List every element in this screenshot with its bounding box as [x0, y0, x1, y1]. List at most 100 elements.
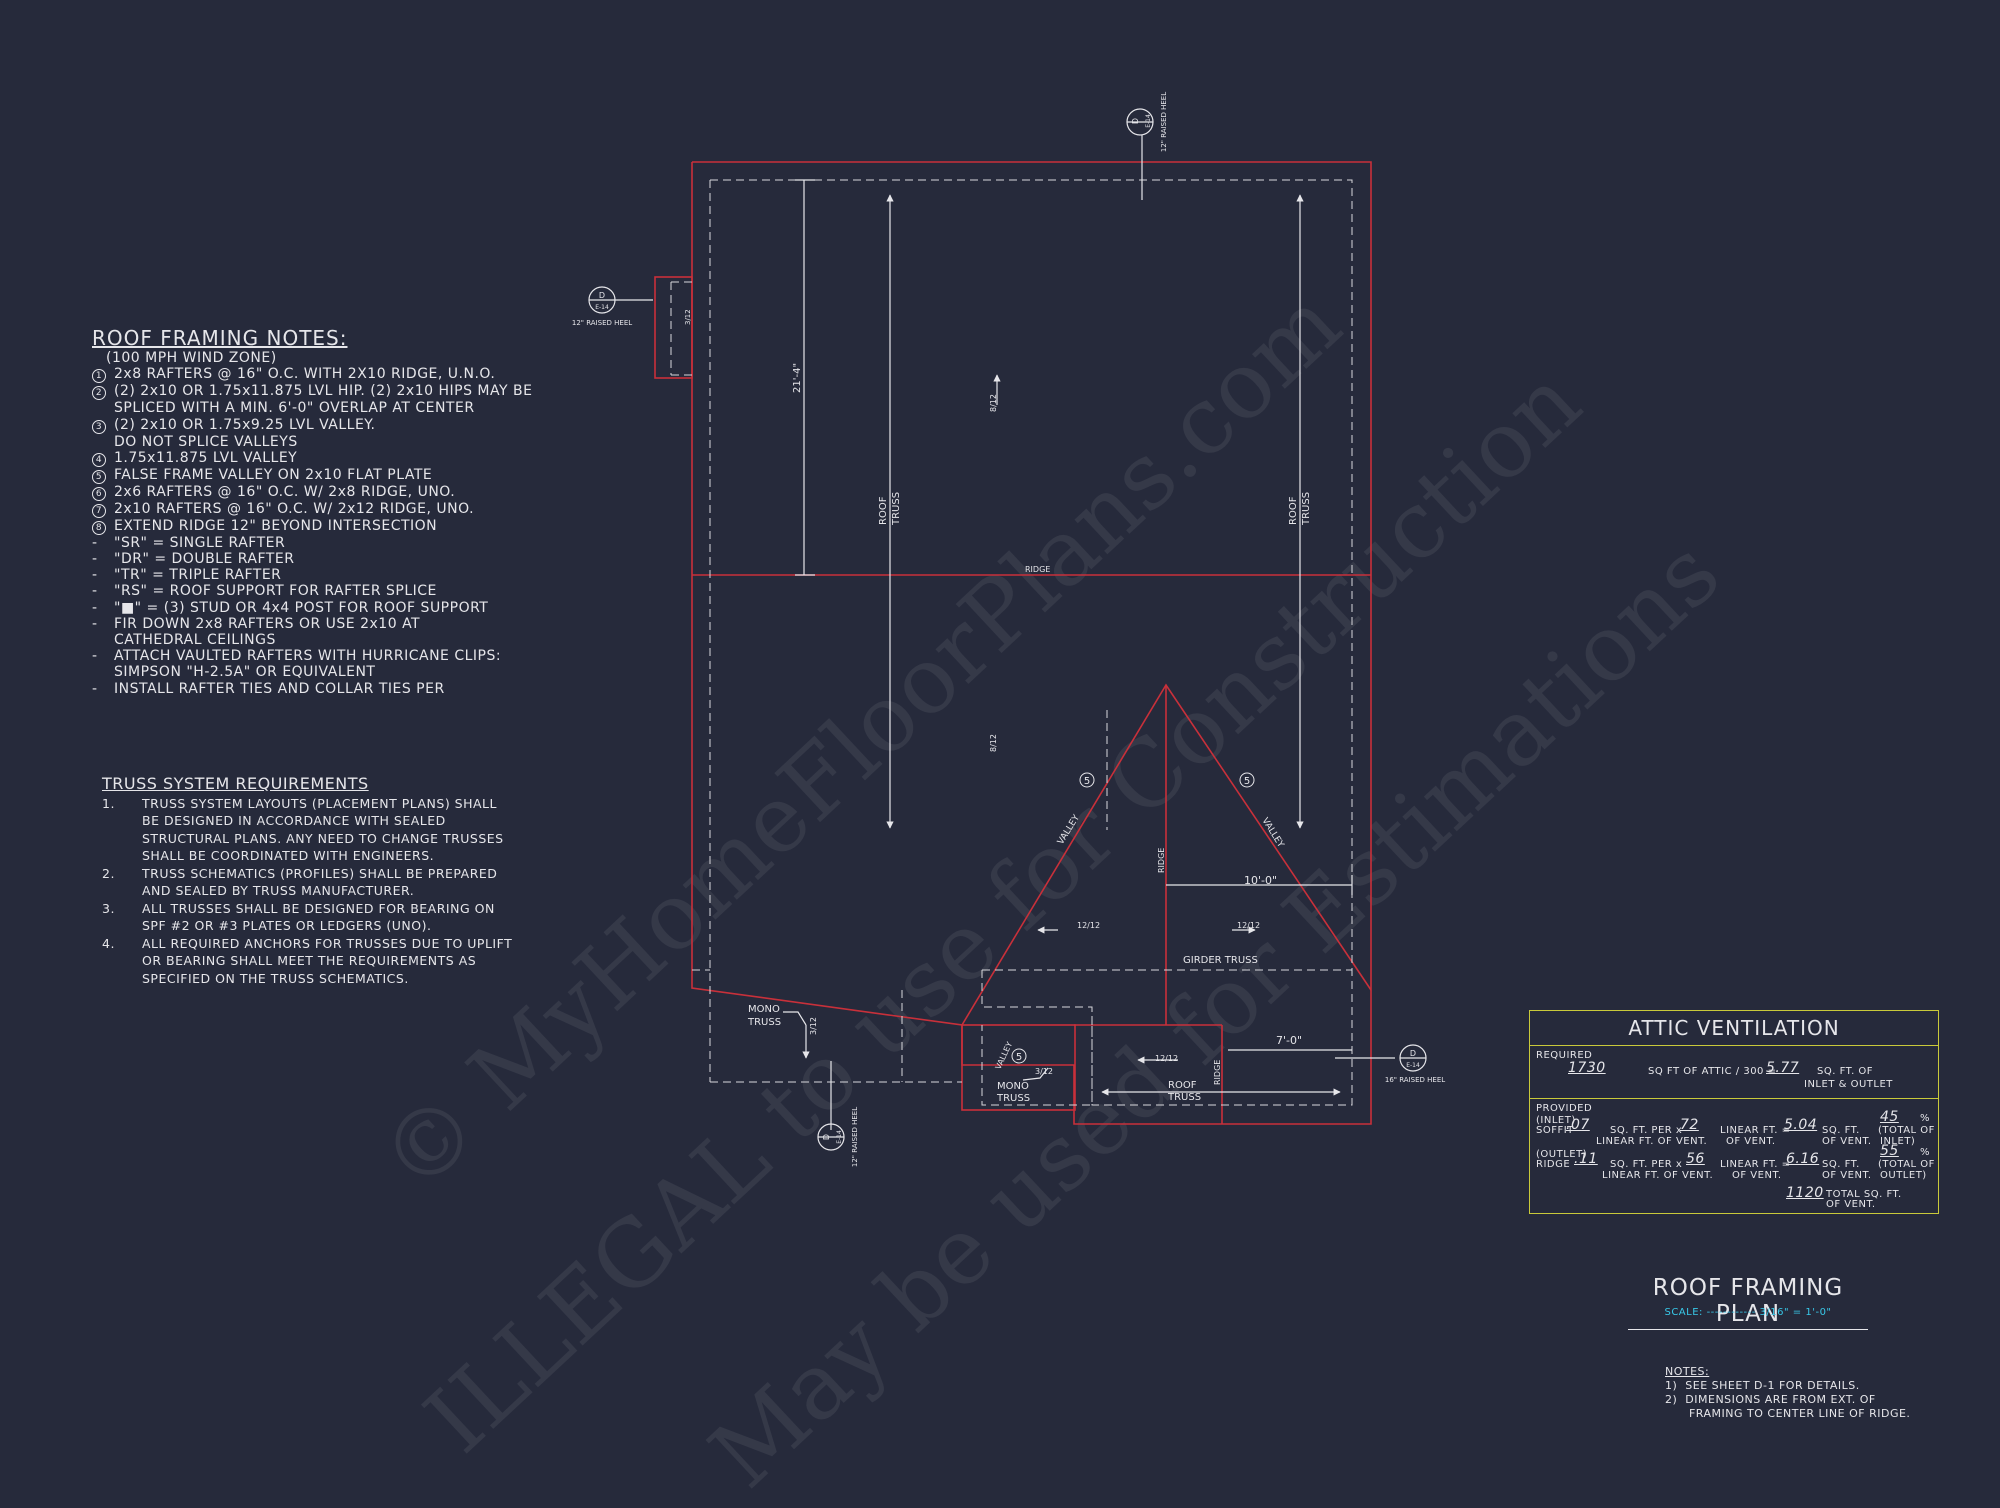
- detail-bottom-heel: 12" RAISED HEEL: [851, 1107, 859, 1167]
- dim-21-4: 21'-4": [792, 363, 803, 393]
- roof-notes-list: 1 2x8 RAFTERS @ 16" O.C. WITH 2X10 RIDGE,…: [92, 366, 562, 697]
- detail-bottom-sheet: E-14: [836, 1130, 843, 1144]
- roof-note-text: FALSE FRAME VALLEY ON 2x10 FLAT PLATE: [114, 466, 433, 483]
- roof-note-text: 2x10 RAFTERS @ 16" O.C. W/ 2x12 RIDGE, U…: [114, 500, 475, 517]
- truss-req-row: 3.ALL TRUSSES SHALL BE DESIGNED FOR BEAR…: [102, 900, 522, 935]
- pitch-12-12-left: 12/12: [1077, 921, 1100, 930]
- roof-note-row: -ATTACH VAULTED RAFTERS WITH HURRICANE C…: [92, 648, 562, 664]
- attic-ridge-len: 56: [1686, 1151, 1705, 1167]
- roof-note-row: -INSTALL RAFTER TIES AND COLLAR TIES PER: [92, 681, 562, 697]
- roof-note-row: SPLICED WITH A MIN. 6'-0" OVERLAP AT CEN…: [92, 400, 562, 416]
- roof-note-row: 1 2x8 RAFTERS @ 16" O.C. WITH 2X10 RIDGE,…: [92, 366, 562, 384]
- attic-inlet-pct-sign: %: [1920, 1113, 1931, 1124]
- attic-ridge-per: SQ. FT. PER x: [1610, 1159, 1683, 1170]
- roof-note-row: -"SR" = SINGLE RAFTER: [92, 535, 562, 551]
- plan-scale: SCALE: ------------ 3/16" = 1'-0": [1664, 1307, 1832, 1318]
- attic-total-text2: OF VENT.: [1826, 1199, 1876, 1210]
- attic-soffit-label: SOFFIT: [1536, 1125, 1574, 1136]
- roof-note-row: -"DR" = DOUBLE RAFTER: [92, 551, 562, 567]
- plan-title: ROOF FRAMING PLAN: [1628, 1275, 1868, 1330]
- roof-note-row: 2(2) 2x10 OR 1.75x11.875 LVL HIP. (2) 2x…: [92, 383, 562, 401]
- note-number-circle: 1: [92, 369, 106, 384]
- attic-outlet-close: OUTLET): [1880, 1170, 1927, 1181]
- roof-truss-label-left-b: TRUSS: [891, 492, 902, 526]
- roof-notes-subtitle: (100 MPH WIND ZONE): [106, 350, 277, 367]
- roof-note-text: CATHEDRAL CEILINGS: [114, 632, 276, 649]
- note-dash: -: [92, 534, 98, 551]
- pitch-label-mid: 8/12: [989, 734, 998, 752]
- attic-ridge-ofvent: OF VENT.: [1732, 1170, 1782, 1181]
- note-dash: -: [92, 567, 98, 584]
- note-dash: -: [92, 551, 98, 568]
- truss-req-text: TRUSS SCHEMATICS (PROFILES) SHALL BE PRE…: [142, 865, 498, 899]
- roof-note-text: 2x8 RAFTERS @ 16" O.C. WITH 2X10 RIDGE, …: [114, 366, 496, 383]
- roof-note-row: -"■" = (3) STUD OR 4x4 POST FOR ROOF SUP…: [92, 600, 562, 616]
- callout-5-lower-text: 5: [1016, 1052, 1022, 1063]
- attic-required-section: REQUIRED 1730 SQ FT OF ATTIC / 300 = 5.7…: [1530, 1046, 1938, 1099]
- roof-note-row: CATHEDRAL CEILINGS: [92, 632, 562, 648]
- roof-note-text: "TR" = TRIPLE RAFTER: [114, 567, 282, 584]
- roof-truss-lower-a: ROOF: [1168, 1080, 1197, 1091]
- roof-note-text: INSTALL RAFTER TIES AND COLLAR TIES PER: [114, 680, 445, 697]
- roof-note-row: -"RS" = ROOF SUPPORT FOR RAFTER SPLICE: [92, 583, 562, 599]
- detail-top-d: D: [1131, 118, 1140, 124]
- attic-soffit-linft: LINEAR FT. =: [1720, 1125, 1791, 1136]
- truss-req-text: TRUSS SYSTEM LAYOUTS (PLACEMENT PLANS) S…: [142, 795, 504, 864]
- attic-req-value: 5.77: [1766, 1060, 1800, 1076]
- attic-soffit-rate: .07: [1566, 1117, 1590, 1133]
- roof-truss-label-left-a: ROOF: [878, 496, 889, 525]
- attic-inlet-pct: 45: [1880, 1109, 1899, 1125]
- roof-note-text: (2) 2x10 OR 1.75x9.25 LVL VALLEY.: [114, 416, 376, 433]
- roof-note-row: 5 FALSE FRAME VALLEY ON 2x10 FLAT PLATE: [92, 467, 562, 484]
- note-dash: -: [92, 615, 98, 632]
- dim-7-0: 7'-0": [1276, 1034, 1302, 1047]
- roof-note-text: "DR" = DOUBLE RAFTER: [114, 551, 295, 568]
- bottom-note-1: 1) SEE SHEET D-1 FOR DETAILS.: [1665, 1379, 1860, 1392]
- truss-req-text: ALL REQUIRED ANCHORS FOR TRUSSES DUE TO …: [142, 935, 513, 986]
- bottom-note-3: FRAMING TO CENTER LINE OF RIDGE.: [1665, 1407, 1911, 1420]
- attic-soffit-ofvent2: OF VENT.: [1822, 1136, 1872, 1147]
- truss-req-number: 1.: [102, 795, 115, 811]
- attic-total-value: 1120: [1786, 1185, 1824, 1201]
- attic-ridge-rate: .11: [1574, 1151, 1598, 1167]
- attic-inlet-close: INLET): [1880, 1136, 1916, 1147]
- roof-framing-notes: ROOF FRAMING NOTES: (100 MPH WIND ZONE) …: [92, 328, 562, 697]
- attic-required-label: REQUIRED: [1536, 1050, 1593, 1061]
- roof-note-text: "SR" = SINGLE RAFTER: [114, 534, 286, 551]
- roof-note-text: DO NOT SPLICE VALLEYS: [114, 433, 298, 450]
- mono-truss-left-a: MONO: [748, 1004, 780, 1015]
- ridge-label-vertical: RIDGE: [1157, 848, 1166, 873]
- attic-outlet-total-of: (TOTAL OF: [1878, 1159, 1935, 1170]
- ridge-label-lower: RIDGE: [1213, 1060, 1222, 1085]
- pitch-3-12-left: 3/12: [809, 1017, 818, 1035]
- note-number-circle: 8: [92, 520, 106, 535]
- callout-5-right-text: 5: [1244, 776, 1250, 787]
- note-number-circle: 2: [92, 386, 106, 401]
- detail-right-sheet: E-14: [1406, 1062, 1420, 1069]
- note-number-circle: 7: [92, 503, 106, 518]
- attic-req-area: 1730: [1568, 1060, 1606, 1076]
- plan-text: RIDGE 21'-4" ROOF TRUSS ROOF TRUSS 8/12 …: [684, 309, 1312, 1104]
- roof-truss-lower-b: TRUSS: [1167, 1092, 1201, 1103]
- roof-note-text: "■" = (3) STUD OR 4x4 POST FOR ROOF SUPP…: [114, 599, 489, 616]
- roof-note-text: 2x6 RAFTERS @ 16" O.C. W/ 2x8 RIDGE, UNO…: [114, 483, 456, 500]
- roof-note-text: SPLICED WITH A MIN. 6'-0" OVERLAP AT CEN…: [114, 400, 475, 417]
- detail-right-heel: 16" RAISED HEEL: [1385, 1076, 1445, 1084]
- roof-note-text: SIMPSON "H-2.5A" OR EQUIVALENT: [114, 664, 376, 681]
- pitch-3-12-bay: 3/12: [684, 309, 692, 325]
- callout-5-lower: [1011, 1048, 1027, 1064]
- detail-left-sheet: E-14: [595, 304, 609, 311]
- roof-note-row: SIMPSON "H-2.5A" OR EQUIVALENT: [92, 664, 562, 680]
- girder-truss-label: GIRDER TRUSS: [1183, 955, 1258, 966]
- roof-note-text: EXTEND RIDGE 12" BEYOND INTERSECTION: [114, 517, 438, 534]
- roof-note-text: FIR DOWN 2x8 RAFTERS OR USE 2x10 AT: [114, 615, 421, 632]
- bottom-note-2: 2) DIMENSIONS ARE FROM EXT. OF: [1665, 1393, 1876, 1406]
- attic-ridge-ofvent2: OF VENT.: [1822, 1170, 1872, 1181]
- truss-req-row: 2.TRUSS SCHEMATICS (PROFILES) SHALL BE P…: [102, 865, 522, 900]
- dashed-framing: [670, 179, 1353, 1106]
- note-number-circle: 5: [92, 469, 106, 484]
- mono-truss-right-b: TRUSS: [996, 1093, 1030, 1104]
- detail-left-heel: 12" RAISED HEEL: [572, 319, 632, 327]
